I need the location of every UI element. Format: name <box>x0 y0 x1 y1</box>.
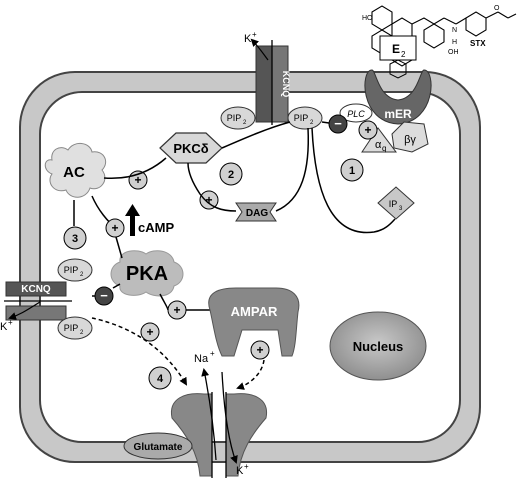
step-3: 3 <box>63 226 87 250</box>
minus-sign: − <box>100 288 108 303</box>
k-plus-left: K <box>0 321 8 333</box>
pip2-left-top: PIP 2 <box>57 258 93 282</box>
plc: PLC <box>339 103 373 123</box>
dag: DAG <box>235 202 277 222</box>
na-plus: Na <box>194 353 209 365</box>
k-plus-top: K <box>244 33 252 45</box>
step-number: 2 <box>228 169 234 181</box>
g-protein: βγ α q <box>361 121 429 153</box>
ip3-label: IP <box>389 199 398 209</box>
kcnq-top-label: KCNQ <box>281 71 291 98</box>
glutamate-ligand: Glutamate <box>123 432 193 460</box>
na-plus-sup: + <box>210 349 215 358</box>
camp-label: cAMP <box>138 220 174 235</box>
chem-h-label: H <box>452 39 457 46</box>
alpha-q-sub: q <box>382 144 386 153</box>
plus-sign: + <box>111 221 118 235</box>
plus-badge-plc: + <box>358 120 378 140</box>
kcnq-top-channel: KCNQ <box>255 45 291 123</box>
beta-gamma-label: βγ <box>404 134 416 146</box>
nucleus-label: Nucleus <box>353 339 404 354</box>
minus-badge-pka: − <box>94 286 114 306</box>
pip2-top-right: PIP 2 <box>287 106 323 130</box>
step-number: 3 <box>72 233 78 245</box>
plus-badge-dag-pkc: + <box>199 190 219 210</box>
ac-label: AC <box>63 164 85 181</box>
plus-sign: + <box>256 343 263 357</box>
ampar-receptor: AMPAR <box>208 287 300 357</box>
ip3-sub: 3 <box>399 206 403 212</box>
alpha-q-label: α <box>375 139 382 151</box>
plus-sign: + <box>173 303 180 317</box>
k-plus-top-sup: + <box>252 30 257 39</box>
nucleus: Nucleus <box>329 311 427 381</box>
dag-label: DAG <box>246 208 268 219</box>
plus-sign: + <box>134 173 141 187</box>
stx-label: STX <box>470 39 486 48</box>
pip2-label: PIP <box>294 113 309 123</box>
chem-ho-label: HO <box>362 15 373 22</box>
kcnq-left-label: KCNQ <box>21 284 51 295</box>
e2-label: E <box>392 42 400 56</box>
ampar-label: AMPAR <box>231 304 278 319</box>
pka-label: PKA <box>126 263 168 285</box>
minus-sign: − <box>334 116 342 131</box>
plus-sign: + <box>205 193 212 207</box>
plus-badge-ampar: + <box>250 340 270 360</box>
k-plus-left-sup: + <box>8 318 13 327</box>
plus-badge-glutamate: + <box>140 322 160 342</box>
e2-ligand: E 2 <box>379 35 417 79</box>
pip2-left-bottom: PIP 2 <box>57 316 93 340</box>
step-2: 2 <box>219 162 243 186</box>
pip2-label: PIP <box>64 323 79 333</box>
plus-badge-pka-ampar: + <box>167 300 187 320</box>
minus-badge-plc: − <box>328 114 348 134</box>
plus-sign: + <box>146 325 153 339</box>
pkc-delta: PKCδ <box>159 132 223 164</box>
e2-sub: 2 <box>401 50 406 59</box>
pip2-sub: 2 <box>80 272 84 278</box>
step-1: 1 <box>340 158 364 182</box>
pip2-top-left: PIP 2 <box>220 106 256 130</box>
pip2-sub: 2 <box>310 120 314 126</box>
glutamate-label: Glutamate <box>134 442 183 453</box>
k-plus-bottom-sup: + <box>244 462 249 471</box>
plus-badge-camp: + <box>105 218 125 238</box>
pip2-sub: 2 <box>243 120 247 126</box>
camp-increase-arrow <box>125 204 140 236</box>
chem-oh-label: OH <box>448 49 459 56</box>
ip3: IP 3 <box>377 186 415 220</box>
step-4: 4 <box>148 366 172 390</box>
step-number: 4 <box>157 373 164 385</box>
chem-o-label: O <box>494 5 500 12</box>
k-plus-bottom: K <box>236 465 244 477</box>
pkc-label: PKCδ <box>173 141 208 156</box>
ac-enzyme: AC <box>44 143 107 198</box>
pka: PKA <box>110 250 184 297</box>
chem-n-label: N <box>452 27 457 34</box>
kcnq-left-channel: KCNQ <box>5 281 67 321</box>
pip2-label: PIP <box>64 265 79 275</box>
pip2-label: PIP <box>227 113 242 123</box>
pip2-sub: 2 <box>80 330 84 336</box>
mer-receptor: mER <box>364 69 432 125</box>
step-number: 1 <box>349 165 355 177</box>
plc-label: PLC <box>347 109 365 119</box>
mer-label: mER <box>384 107 412 121</box>
plus-sign: + <box>364 123 371 137</box>
